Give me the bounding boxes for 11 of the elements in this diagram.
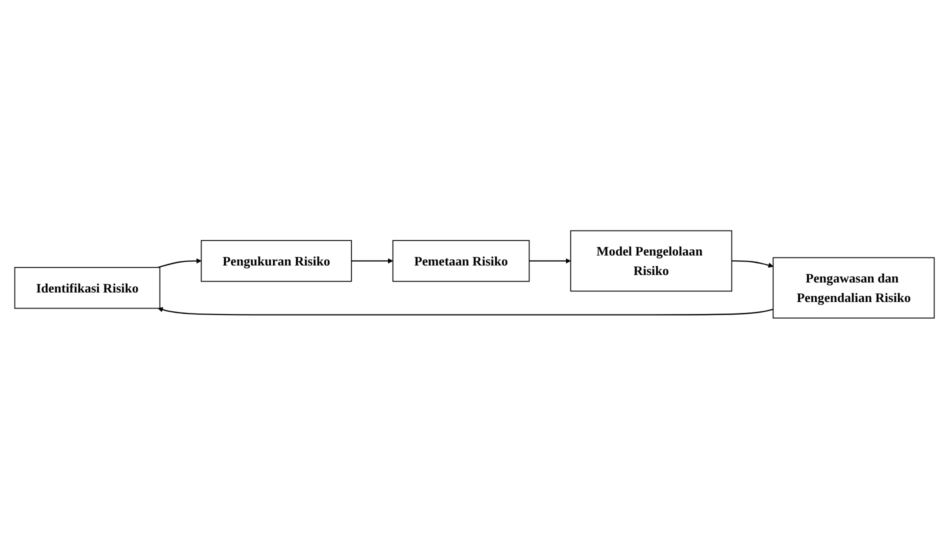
node-box	[772, 256, 935, 318]
node-box	[570, 230, 732, 292]
node-box	[14, 266, 160, 308]
node-box	[392, 240, 530, 282]
arrow	[158, 306, 774, 315]
flowchart-drawing: Identifikasi Risiko Pengukuran Risiko Pemetaan Risiko Model Pengelolaan Risiko Pengawasan dan Pengendalian Risiko	[10, 226, 939, 322]
arrow	[351, 258, 394, 264]
arrow	[158, 258, 202, 268]
node-box	[200, 240, 352, 282]
arrow	[732, 260, 774, 268]
arrow	[529, 258, 571, 264]
